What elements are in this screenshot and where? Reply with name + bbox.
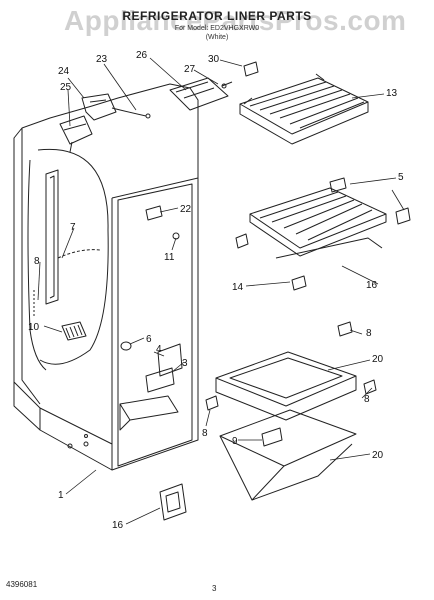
callout-15: 16 (366, 280, 378, 291)
callout-26: 26 (136, 50, 148, 61)
crisper-cover (205, 321, 377, 421)
callout-11: 11 (164, 252, 175, 263)
crisper-pan (219, 409, 357, 501)
callout-7: 8 (34, 256, 40, 267)
callout-6: 7 (70, 222, 76, 233)
callout-25: 24 (58, 66, 70, 77)
callout-16: 16 (112, 520, 124, 531)
callout-20: 20 (372, 450, 384, 461)
callout-18: 20 (372, 354, 384, 365)
callout-2: 3 (182, 358, 188, 369)
page-number: 3 (212, 584, 217, 593)
doc-number: 4396081 (6, 580, 38, 589)
callout-13: 13 (386, 88, 398, 99)
callout-9: 9 (232, 436, 238, 447)
callout-10: 10 (28, 322, 40, 333)
callout-5: 6 (146, 334, 152, 345)
leader-lines (37, 57, 405, 525)
top-parts (59, 61, 259, 153)
callout-14: 14 (232, 282, 244, 293)
callout-22: 22 (180, 204, 192, 215)
color-subtitle: (White) (205, 34, 229, 41)
watermark: AppliancePartsPros.com (64, 5, 407, 36)
page-title: REFRIGERATOR LINER PARTS (122, 9, 312, 23)
callout-1: 1 (58, 490, 64, 501)
callout-27: 27 (184, 64, 196, 75)
liner-cabinet (13, 83, 199, 471)
callout-8b: 8 (364, 394, 370, 405)
wire-shelf-upper (239, 73, 369, 145)
model-subtitle: For Model: ED2VHGXRW0 (174, 25, 260, 32)
callout-30: 30 (208, 54, 220, 65)
callout-4: 5 (398, 172, 404, 183)
callout-8c: 8 (202, 428, 208, 439)
callout-23: 23 (96, 54, 108, 65)
callout-layer: 24 23 26 27 30 25 13 5 22 11 7 8 10 6 4 … (28, 50, 404, 531)
callout-8a: 8 (366, 328, 372, 339)
bracket-16 (159, 483, 187, 521)
wire-shelf-lower (235, 177, 411, 291)
callout-24: 25 (60, 82, 72, 93)
callout-3: 4 (156, 344, 162, 355)
